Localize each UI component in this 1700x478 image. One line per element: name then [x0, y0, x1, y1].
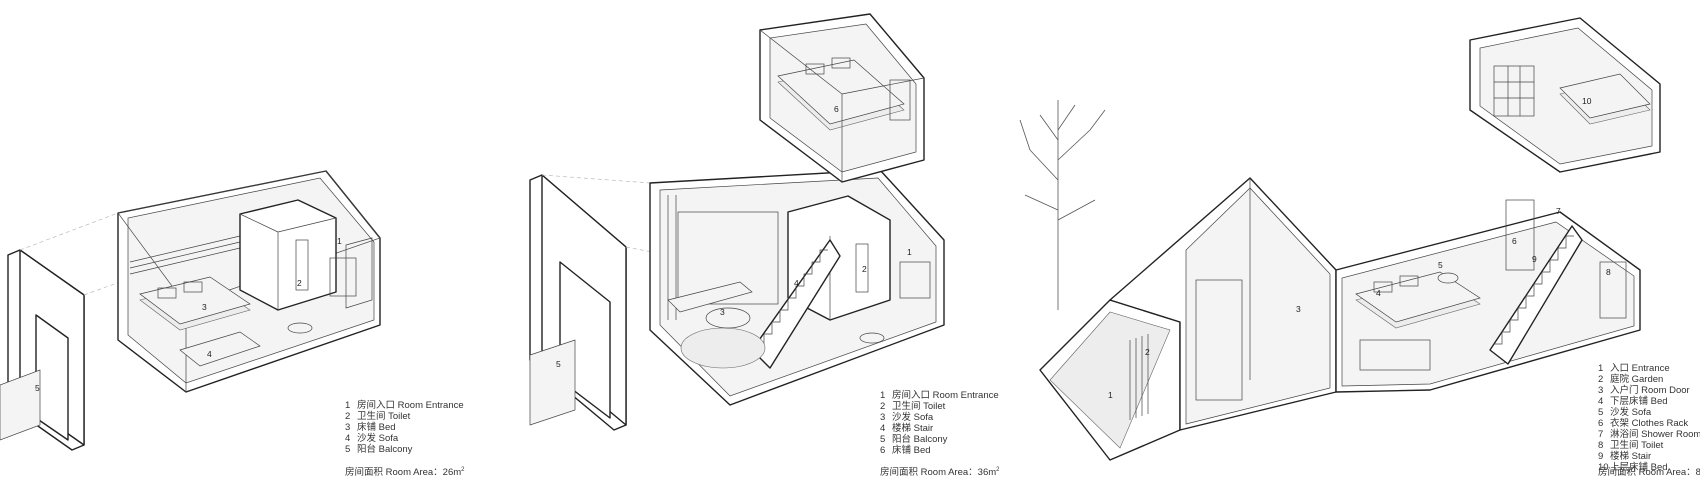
room-label-2-1: 1 [907, 247, 912, 257]
room-box-2-upper [759, 13, 925, 183]
stair-2 [751, 239, 841, 369]
room-label-3-3: 3 [1296, 304, 1301, 314]
room-label-3-1: 1 [1108, 390, 1113, 400]
room-box-3 [1039, 177, 1641, 461]
diagram-36m2: 1 2 3 4 5 6 [529, 13, 945, 431]
room-label-2-6: 6 [834, 104, 839, 114]
room-label-1-2: 2 [297, 278, 302, 288]
room-label-3-7: 7 [1556, 206, 1561, 216]
shelving [1493, 65, 1535, 117]
room-area-36m2: 房间面积 Room Area：36m2 [880, 466, 1000, 478]
room-label-2-5: 5 [556, 359, 561, 369]
room-area-26m2: 房间面积 Room Area：26m2 [345, 466, 465, 478]
room-box-2-lower [649, 169, 945, 406]
room-label-1-5: 5 [35, 383, 40, 393]
facade-wall-1 [0, 249, 85, 451]
facade-wall-2 [529, 174, 627, 431]
garden-slats [1129, 334, 1149, 420]
room-area-80m2: 房间面积 Room Area：80m2 [1598, 467, 1700, 478]
room-label-3-2: 2 [1145, 347, 1150, 357]
room-label-3-9: 9 [1532, 254, 1537, 264]
room-label-3-6: 6 [1512, 236, 1517, 246]
room-label-2-4: 4 [794, 278, 799, 288]
diagram-80m2: 1 2 3 4 5 6 7 8 9 10 [1019, 17, 1661, 461]
room-label-1-4: 4 [207, 349, 212, 359]
room-label-3-10: 10 [1582, 96, 1592, 106]
room-label-3-8: 8 [1606, 267, 1611, 277]
room-box-3-upper [1469, 17, 1661, 173]
window-slats-1 [129, 235, 241, 275]
room-label-3-5: 5 [1438, 260, 1443, 270]
tree [1019, 100, 1106, 310]
room-label-1-1: 1 [337, 236, 342, 246]
room-label-3-4: 4 [1376, 288, 1381, 298]
room-box-1 [117, 170, 381, 393]
room-label-2-3: 3 [720, 307, 725, 317]
room-label-2-2: 2 [862, 264, 867, 274]
room-label-1-3: 3 [202, 302, 207, 312]
stair-3 [1489, 225, 1583, 365]
diagram-26m2: 1 2 3 4 5 [0, 170, 381, 451]
